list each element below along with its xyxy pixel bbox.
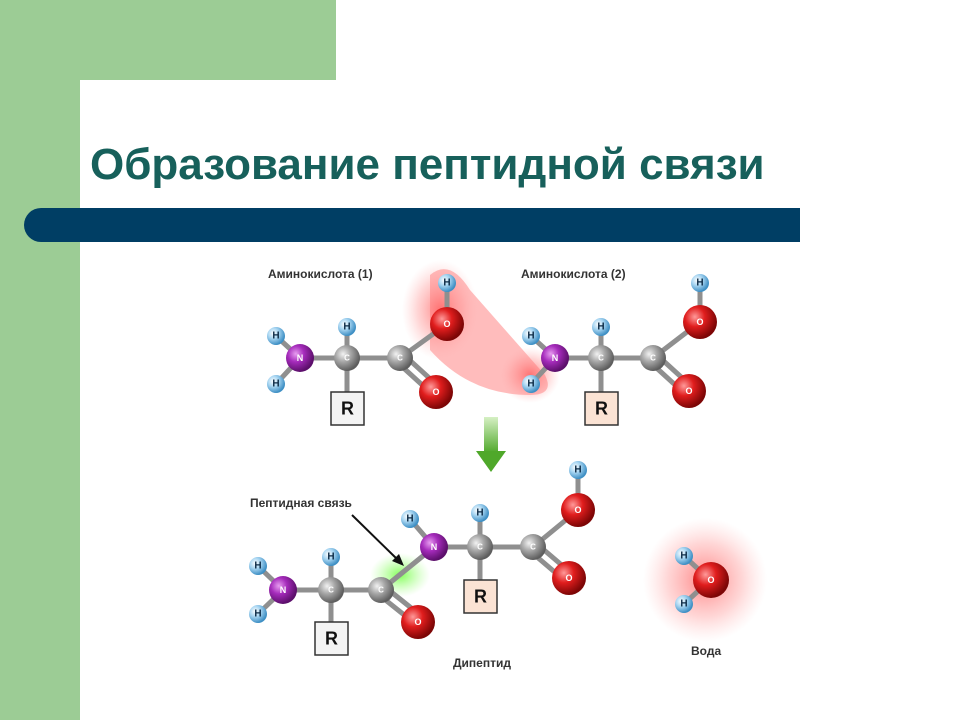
svg-text:N: N xyxy=(552,353,559,363)
water-molecule: H H O xyxy=(675,547,729,613)
svg-text:N: N xyxy=(280,585,287,595)
peptide-bond-label: Пептидная связь xyxy=(250,496,352,510)
svg-text:C: C xyxy=(397,354,403,363)
amino-acid-1: H H N H C C H O O R xyxy=(267,274,464,426)
amino-acid-2-label: Аминокислота (2) xyxy=(521,267,626,281)
dipeptide: H H N H C C O R H N H C C H O O R xyxy=(249,461,595,656)
hydrogen-atom xyxy=(471,504,489,522)
amino-acid-2: H H N H C C H O O R xyxy=(522,274,717,426)
svg-text:H: H xyxy=(527,331,534,342)
oxygen-atom xyxy=(672,374,706,408)
svg-text:H: H xyxy=(527,379,534,390)
rounded-corner xyxy=(80,80,170,170)
carbon-atom xyxy=(640,345,666,371)
svg-text:H: H xyxy=(327,552,334,563)
hydrogen-atom xyxy=(322,548,340,566)
svg-text:H: H xyxy=(443,278,450,289)
svg-text:C: C xyxy=(328,586,334,595)
r-group-box xyxy=(584,391,619,426)
amino-acid-1-label: Аминокислота (1) xyxy=(268,267,373,281)
svg-text:H: H xyxy=(272,331,279,342)
nitrogen-atom xyxy=(420,533,448,561)
oxygen-atom xyxy=(552,561,586,595)
hydrogen-atom xyxy=(675,547,693,565)
svg-text:N: N xyxy=(297,353,304,363)
hydrogen-atom xyxy=(267,327,285,345)
carbon-atom xyxy=(588,345,614,371)
carbon-atom xyxy=(318,577,344,603)
carbon-atom xyxy=(368,577,394,603)
carbon-atom xyxy=(334,345,360,371)
svg-text:O: O xyxy=(574,505,581,515)
svg-text:O: O xyxy=(414,617,421,627)
hydrogen-atom xyxy=(522,327,540,345)
hydrogen-atom xyxy=(691,274,709,292)
dipeptide-label: Дипептид xyxy=(453,656,511,670)
svg-text:O: O xyxy=(685,386,692,396)
svg-text:H: H xyxy=(343,322,350,333)
hydrogen-atom xyxy=(569,461,587,479)
svg-text:R: R xyxy=(325,629,338,649)
svg-text:C: C xyxy=(530,543,536,552)
nitrogen-atom xyxy=(541,344,569,372)
svg-text:H: H xyxy=(254,609,261,620)
reaction-arrow xyxy=(476,417,506,472)
water-label: Вода xyxy=(691,644,721,658)
hydrogen-atom xyxy=(401,510,419,528)
hydrogen-atom xyxy=(592,318,610,336)
svg-text:O: O xyxy=(696,317,703,327)
svg-text:H: H xyxy=(272,379,279,390)
svg-text:N: N xyxy=(431,542,438,552)
hydrogen-atom xyxy=(522,375,540,393)
svg-text:H: H xyxy=(254,561,261,572)
svg-text:H: H xyxy=(597,322,604,333)
svg-text:H: H xyxy=(696,278,703,289)
svg-text:O: O xyxy=(443,319,450,329)
svg-text:H: H xyxy=(574,465,581,476)
oxygen-atom xyxy=(561,493,595,527)
green-left-band xyxy=(0,0,80,720)
svg-text:H: H xyxy=(406,514,413,525)
oxygen-atom xyxy=(419,375,453,409)
svg-text:H: H xyxy=(476,508,483,519)
oxygen-atom xyxy=(401,605,435,639)
carbon-atom xyxy=(467,534,493,560)
carbon-atom xyxy=(520,534,546,560)
carbon-atom xyxy=(387,345,413,371)
hydrogen-atom xyxy=(438,274,456,292)
r-group-box xyxy=(330,391,365,426)
svg-text:H: H xyxy=(680,599,687,610)
oxygen-atom xyxy=(683,305,717,339)
svg-text:C: C xyxy=(344,354,350,363)
peptide-bond-pointer xyxy=(351,514,404,566)
svg-text:R: R xyxy=(341,399,354,419)
svg-text:H: H xyxy=(680,551,687,562)
svg-text:C: C xyxy=(477,543,483,552)
title-underline-bar xyxy=(24,208,800,242)
svg-text:R: R xyxy=(595,399,608,419)
svg-text:C: C xyxy=(598,354,604,363)
svg-text:C: C xyxy=(378,586,384,595)
svg-text:C: C xyxy=(650,354,656,363)
svg-text:R: R xyxy=(474,587,487,607)
slide-title: Образование пептидной связи xyxy=(90,140,765,189)
svg-text:O: O xyxy=(432,387,439,397)
hydrogen-atom xyxy=(249,557,267,575)
hydrogen-atom xyxy=(675,595,693,613)
hydrogen-atom xyxy=(249,605,267,623)
nitrogen-atom xyxy=(269,576,297,604)
oxygen-atom xyxy=(693,562,729,598)
r-group-box xyxy=(314,621,349,656)
svg-text:O: O xyxy=(565,573,572,583)
hydrogen-atom xyxy=(267,375,285,393)
r-group-box xyxy=(463,579,498,614)
svg-text:O: O xyxy=(707,575,714,585)
hydrogen-atom xyxy=(338,318,356,336)
nitrogen-atom xyxy=(286,344,314,372)
oxygen-atom xyxy=(430,307,464,341)
